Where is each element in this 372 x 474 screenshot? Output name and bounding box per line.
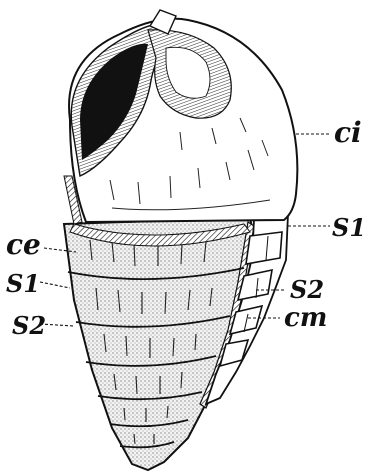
label-s2-left: S2	[12, 311, 46, 340]
label-cm: cm	[284, 303, 327, 333]
label-s1-right: S1	[332, 213, 366, 242]
label-ce: ce	[6, 228, 41, 261]
label-ci: ci	[334, 116, 362, 149]
label-s1-left: S1	[6, 269, 40, 298]
shell-upper-cap	[64, 10, 297, 246]
label-s2-right: S2	[290, 275, 324, 304]
